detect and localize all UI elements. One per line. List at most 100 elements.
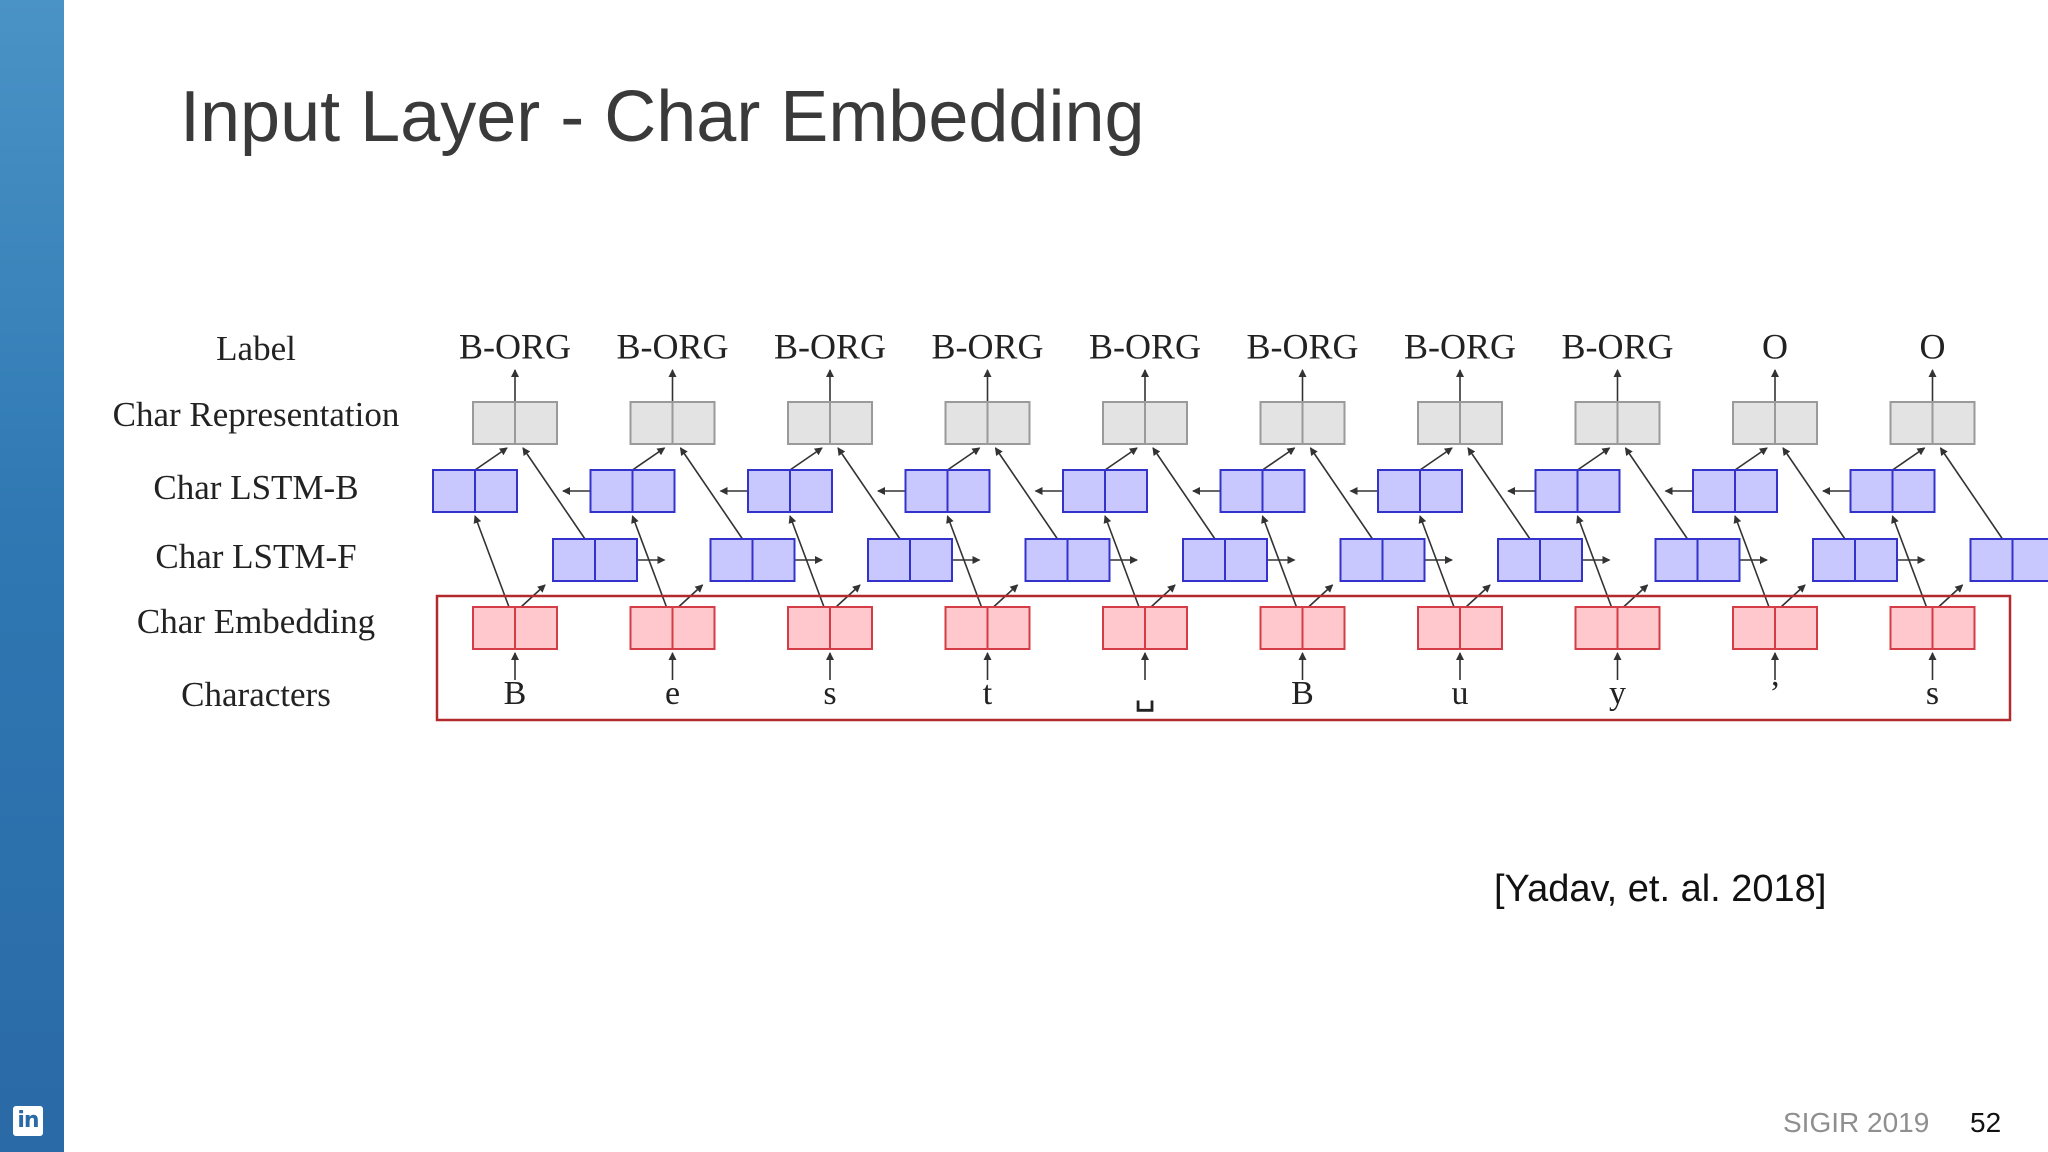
connection-arrow (474, 447, 508, 471)
lstm-forward-node (1339, 538, 1426, 582)
char-embedding-node (944, 606, 1031, 650)
char-representation-node (1102, 401, 1188, 445)
char-representation-node (1889, 401, 1976, 445)
connection-arrow (632, 447, 666, 471)
connection-arrow (1734, 447, 1768, 471)
connection-arrow (1576, 515, 1613, 608)
lstm-forward-node (709, 538, 796, 582)
char-representation-node (944, 401, 1031, 445)
lstm-backward-node (1849, 469, 1936, 513)
label-tag: O (1920, 326, 1946, 366)
label-tag: B-ORG (616, 326, 728, 366)
char-embedding-node (1259, 606, 1346, 650)
character-token: ␣ (1134, 675, 1156, 712)
char-embedding-node (472, 606, 558, 650)
char-embedding-node (1732, 606, 1818, 650)
character-token: u (1452, 675, 1469, 712)
char-embedding-node (787, 606, 873, 650)
lstm-backward-node (1219, 469, 1306, 513)
character-token: e (665, 675, 680, 712)
char-embedding-node (1102, 606, 1188, 650)
character-token: y (1609, 675, 1626, 712)
char-embedding-node (1889, 606, 1976, 650)
char-representation-node (1417, 401, 1503, 445)
lstm-backward-node (432, 469, 518, 513)
connection-arrow (1891, 515, 1928, 608)
connection-arrow (1577, 447, 1611, 471)
char-representation-node (1259, 401, 1346, 445)
lstm-backward-node (589, 469, 676, 513)
lstm-forward-node (1654, 538, 1741, 582)
row-label: Char Representation (113, 395, 400, 434)
lstm-backward-node (1534, 469, 1621, 513)
char-representation-node (1574, 401, 1661, 445)
label-tag: B-ORG (1089, 326, 1201, 366)
connection-arrow (837, 447, 901, 540)
row-label: Char LSTM-F (155, 537, 356, 576)
label-tag: B-ORG (931, 326, 1043, 366)
connection-arrow (679, 447, 744, 540)
row-label: Char LSTM-B (153, 468, 358, 507)
label-tag: B-ORG (1404, 326, 1516, 366)
label-tag: O (1762, 326, 1788, 366)
connection-arrow (1782, 447, 1846, 540)
label-tag: B-ORG (1246, 326, 1358, 366)
connection-arrow (1467, 447, 1531, 540)
connection-arrow (522, 447, 586, 540)
label-tag: B-ORG (459, 326, 571, 366)
lstm-forward-node (1969, 538, 2048, 582)
lstm-forward-node (1812, 538, 1898, 582)
connection-arrow (1733, 515, 1770, 608)
connection-arrow (946, 515, 983, 608)
char-representation-node (629, 401, 716, 445)
row-label: Label (216, 329, 296, 368)
char-embedding-node (1417, 606, 1503, 650)
connection-arrow (473, 515, 510, 608)
page-number: 52 (1970, 1107, 2002, 1138)
lstm-forward-node (867, 538, 953, 582)
citation: [Yadav, et. al. 2018] (1494, 868, 1827, 910)
label-tag: B-ORG (774, 326, 886, 366)
connection-arrow (1939, 447, 2004, 540)
lstm-backward-node (904, 469, 991, 513)
connection-arrow (1104, 447, 1138, 471)
connection-arrow (788, 515, 825, 608)
slide-title: Input Layer - Char Embedding (180, 77, 1145, 157)
connection-arrow (1152, 447, 1216, 540)
side-accent-bar: in (0, 0, 64, 1152)
lstm-backward-node (747, 469, 833, 513)
connection-arrow (947, 447, 981, 471)
connection-arrow (1624, 447, 1689, 540)
lstm-backward-node (1377, 469, 1463, 513)
lstm-backward-node (1692, 469, 1778, 513)
character-token: s (1926, 675, 1939, 712)
character-token: t (983, 675, 993, 712)
connection-arrow (1261, 515, 1298, 608)
char-representation-node (472, 401, 558, 445)
character-token: ’ (1769, 675, 1780, 712)
lstm-forward-node (1497, 538, 1583, 582)
connection-arrow (1103, 515, 1140, 608)
lstm-backward-node (1062, 469, 1148, 513)
connection-arrow (789, 447, 823, 471)
char-embedding-node (629, 606, 716, 650)
row-label: Char Embedding (137, 602, 375, 641)
connection-arrow (631, 515, 668, 608)
connection-arrow (1262, 447, 1296, 471)
connection-arrow (994, 447, 1059, 540)
linkedin-icon: in (13, 1106, 43, 1136)
row-label: Characters (181, 675, 331, 714)
connection-arrow (1419, 447, 1453, 471)
character-token: s (823, 675, 836, 712)
character-token: B (1291, 675, 1314, 712)
label-tag: B-ORG (1561, 326, 1673, 366)
char-embedding-node (1574, 606, 1661, 650)
lstm-forward-node (1182, 538, 1268, 582)
connection-arrow (1892, 447, 1926, 471)
char-representation-node (787, 401, 873, 445)
char-representation-node (1732, 401, 1818, 445)
lstm-forward-node (1024, 538, 1111, 582)
footer-conference: SIGIR 2019 (1783, 1107, 1930, 1138)
connection-arrow (1309, 447, 1374, 540)
